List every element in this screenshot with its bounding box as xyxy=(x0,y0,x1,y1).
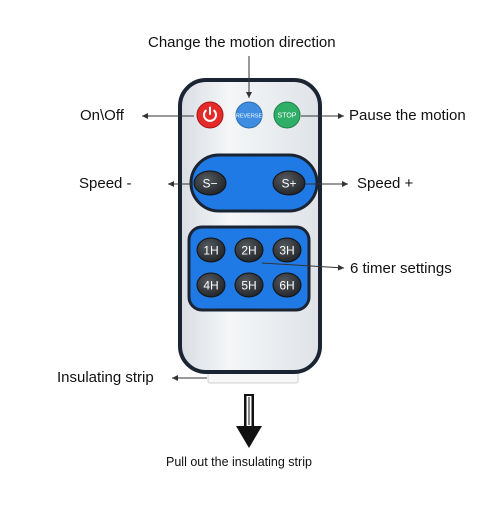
speed-up-label: S+ xyxy=(281,177,296,191)
timer-6h-label: 6H xyxy=(279,279,294,293)
label-pause: Pause the motion xyxy=(349,107,466,124)
speed-up-button[interactable] xyxy=(272,170,306,196)
label-speed-up: Speed + xyxy=(357,175,414,192)
timer-1h-button[interactable] xyxy=(196,237,226,263)
reverse-button-label: REVERSE xyxy=(236,114,263,120)
speed-panel xyxy=(189,153,319,213)
label-strip: Insulating strip xyxy=(57,369,154,386)
label-timer: 6 timer settings xyxy=(350,260,452,277)
power-icon xyxy=(203,106,217,122)
leader-timer xyxy=(261,262,345,271)
timer-2h-button[interactable] xyxy=(234,237,264,263)
reverse-button[interactable] xyxy=(235,101,263,129)
timer-1h-label: 1H xyxy=(203,244,218,258)
stop-button-label: STOP xyxy=(278,113,297,120)
timer-5h-label: 5H xyxy=(241,279,256,293)
label-power: On\Off xyxy=(80,107,124,124)
stop-button[interactable] xyxy=(273,101,301,129)
timer-buttons: 1H 2H 3H 4H 5H 6H xyxy=(196,237,302,298)
timer-3h-button[interactable] xyxy=(272,237,302,263)
leader-lines xyxy=(142,56,348,381)
timer-3h-label: 3H xyxy=(279,244,294,258)
timer-5h-button[interactable] xyxy=(234,272,264,298)
speed-down-label: S− xyxy=(202,177,217,191)
label-direction: Change the motion direction xyxy=(148,34,336,51)
timer-2h-label: 2H xyxy=(241,244,256,258)
pull-out-arrow xyxy=(236,394,262,448)
label-speed-down: Speed - xyxy=(79,175,132,192)
label-pull-out: Pull out the insulating strip xyxy=(166,455,312,469)
timer-4h-label: 4H xyxy=(203,279,218,293)
speed-down-button[interactable] xyxy=(193,170,227,196)
timer-4h-button[interactable] xyxy=(196,272,226,298)
timer-6h-button[interactable] xyxy=(272,272,302,298)
